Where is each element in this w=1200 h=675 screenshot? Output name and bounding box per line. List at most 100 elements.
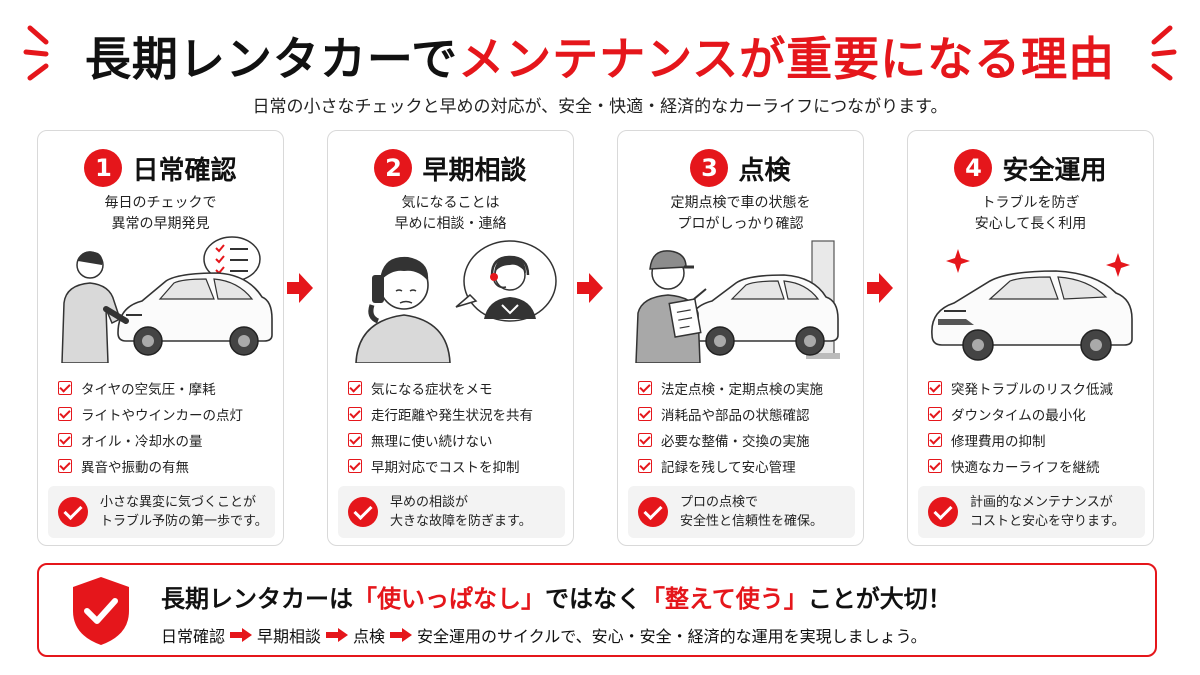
card-header: 4 安全運用 [908,149,1153,187]
check-label: ライトやウインカーの点灯 [81,408,243,424]
card-title: 日常確認 [132,155,237,186]
card-note: 計画的なメンテナンスが コストと安心を守ります。 [918,486,1145,538]
check-label: 異音や振動の有無 [81,460,189,476]
page-title: 長期レンタカーでメンテナンスが重要になる理由 [85,23,1115,89]
checkbox-icon [348,433,362,447]
note-line: 大きな故障を防ぎます。 [390,514,532,529]
list-item: 異音や振動の有無 [58,453,278,479]
check-circle-icon [348,497,378,527]
check-label: ダウンタイムの最小化 [951,408,1086,424]
check-label: 記録を残して安心管理 [661,460,796,476]
card-header: 3 点検 [618,149,863,187]
checkbox-icon [348,381,362,395]
note-line: コストと安心を守ります。 [970,514,1125,529]
checkbox-icon [638,433,652,447]
checkbox-icon [928,433,942,447]
card-note: 早めの相談が 大きな故障を防ぎます。 [338,486,565,538]
checkbox-icon [58,459,72,473]
checkbox-icon [348,407,362,421]
burst-lines-icon [1151,25,1177,81]
list-item: 気になる症状をメモ [348,375,568,401]
checkbox-icon [638,381,652,395]
check-label: 消耗品や部品の状態確認 [661,408,810,424]
checkbox-icon [638,459,652,473]
list-item: 快適なカーライフを継続 [928,453,1148,479]
note-line: 小さな異変に気づくことが [100,495,257,510]
card-title: 早期相談 [422,155,527,186]
check-label: 必要な整備・交換の実施 [661,434,810,450]
note-text: プロの点検で 安全性と信頼性を確保。 [680,493,823,531]
note-line: トラブル予防の第一歩です。 [100,514,268,529]
title-black: 長期レンタカーで [84,32,459,86]
flow-arrow-icon [390,628,413,642]
note-line: プロの点検で [680,495,759,510]
check-label: オイル・冷却水の量 [81,434,203,450]
step-card-inspection: 3 点検 定期点検で車の状態を プロがしっかり確認 法定点検・定期点検の実施 消… [617,130,864,546]
summary-banner: 長期レンタカーは「使いっぱなし」ではなく「整えて使う」ことが大切！ 日常確認 早… [37,563,1157,657]
card-description: 毎日のチェックで 異常の早期発見 [38,193,283,235]
card-desc-line: 早めに相談・連絡 [394,216,507,232]
checklist: 法定点検・定期点検の実施 消耗品や部品の状態確認 必要な整備・交換の実施 記録を… [638,375,858,479]
flow-step: 早期相談 [257,627,322,646]
check-label: 修理費用の抑制 [951,434,1046,450]
headline-suffix: ことが大切！ [807,585,952,613]
shield-check-icon [73,577,129,645]
title-row: 長期レンタカーでメンテナンスが重要になる理由 [0,20,1200,92]
step-number: 3 [690,149,729,187]
note-text: 計画的なメンテナンスが コストと安心を守ります。 [970,493,1125,531]
person-inspecting-car-illustration [61,236,273,363]
check-label: 快適なカーライフを継続 [951,460,1100,476]
card-title: 安全運用 [1002,155,1107,186]
checklist: 気になる症状をメモ 走行距離や発生状況を共有 無理に使い続けない 早期対応でコス… [348,375,568,479]
checkbox-icon [348,459,362,473]
flow-step: 日常確認 [161,627,226,646]
checkbox-icon [638,407,652,421]
card-description: 気になることは 早めに相談・連絡 [328,193,573,235]
mechanic-with-clipboard-illustration [635,240,840,363]
card-desc-line: 定期点検で車の状態を [670,195,811,211]
flow-arrow-icon [326,628,349,642]
note-text: 小さな異変に気づくことが トラブル予防の第一歩です。 [100,493,268,531]
check-label: 法定点検・定期点検の実施 [661,382,823,398]
card-desc-line: 安心して長く利用 [974,216,1087,232]
card-description: 定期点検で車の状態を プロがしっかり確認 [618,193,863,235]
list-item: 早期対応でコストを抑制 [348,453,568,479]
list-item: タイヤの空気圧・摩耗 [58,375,278,401]
card-desc-line: トラブルを防ぎ [981,195,1080,211]
list-item: 走行距離や発生状況を共有 [348,401,568,427]
note-text: 早めの相談が 大きな故障を防ぎます。 [390,493,532,531]
checklist: タイヤの空気圧・摩耗 ライトやウインカーの点灯 オイル・冷却水の量 異音や振動の… [58,375,278,479]
note-line: 早めの相談が [390,495,469,510]
step-card-early-consult: 2 早期相談 気になることは 早めに相談・連絡 気になる症状をメモ 走行距離や発… [327,130,574,546]
step-arrow-icon [577,273,603,303]
card-desc-line: 気になることは [401,195,500,211]
headline-middle: ではなく [545,585,641,613]
list-item: 記録を残して安心管理 [638,453,858,479]
step-number: 4 [954,149,993,187]
checklist: 突発トラブルのリスク低減 ダウンタイムの最小化 修理費用の抑制 快適なカーライフ… [928,375,1148,479]
note-line: 計画的なメンテナンスが [970,495,1113,510]
check-label: 気になる症状をメモ [371,382,493,398]
list-item: 修理費用の抑制 [928,427,1148,453]
list-item: ダウンタイムの最小化 [928,401,1148,427]
burst-lines-icon [23,25,49,81]
check-circle-icon [928,497,958,527]
check-label: 早期対応でコストを抑制 [371,460,520,476]
checkbox-icon [58,381,72,395]
step-number: 2 [374,149,413,187]
card-desc-line: プロがしっかり確認 [677,216,804,232]
flow-end-text: 安全運用のサイクルで、安心・安全・経済的な運用を実現しましょう。 [417,627,927,646]
list-item: 突発トラブルのリスク低減 [928,375,1148,401]
list-item: 法定点検・定期点検の実施 [638,375,858,401]
flow-arrow-icon [230,628,253,642]
checkbox-icon [58,433,72,447]
list-item: 必要な整備・交換の実施 [638,427,858,453]
list-item: オイル・冷却水の量 [58,427,278,453]
page-subtitle: 日常の小さなチェックと早めの対応が、安全・快適・経済的なカーライフにつながります… [252,97,948,117]
flow-step: 点検 [353,627,386,646]
title-red: メンテナンスが重要になる理由 [458,32,1116,86]
step-arrow-icon [287,273,313,303]
card-description: トラブルを防ぎ 安心して長く利用 [908,193,1153,235]
summary-headline: 長期レンタカーは「使いっぱなし」ではなく「整えて使う」ことが大切！ [161,579,952,614]
checkbox-icon [928,407,942,421]
